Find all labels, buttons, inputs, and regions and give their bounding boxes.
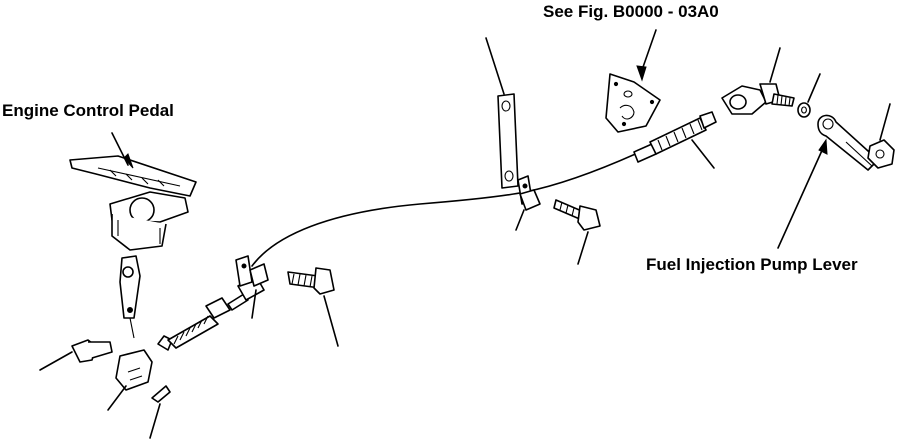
nut [867, 139, 895, 169]
leader-bolt-middle [577, 231, 589, 265]
clevis-pin [71, 339, 113, 363]
leader-rod-right [691, 139, 715, 169]
fuel-injection-pump-lever [817, 114, 879, 171]
cotter-pin [151, 385, 171, 403]
leader-support-plate [485, 37, 505, 95]
leader-cotter [149, 403, 161, 439]
leader-pin [39, 351, 73, 371]
leader-bracket-middle [515, 209, 525, 231]
referenced-bracket [605, 73, 661, 133]
leader-ball-joint [769, 47, 781, 83]
clevis-yoke [115, 349, 153, 391]
leader-bolt-left [323, 295, 339, 347]
leader-pump-lever [777, 145, 825, 249]
engine-control-pedal [69, 155, 197, 339]
ball-joint [721, 83, 795, 115]
support-plate [497, 93, 519, 189]
leader-nut [879, 103, 891, 141]
fuel-injection-pump-lever-label: Fuel Injection Pump Lever [646, 255, 858, 274]
cable-rod-left [157, 275, 265, 351]
cable-rod-right [633, 111, 717, 163]
see-fig-label: See Fig. B0000 - 03A0 [543, 2, 719, 21]
leader-see-fig [641, 29, 657, 71]
cable-bracket-left [235, 255, 269, 287]
control-cable [251, 151, 641, 267]
engine-control-pedal-label: Engine Control Pedal [2, 101, 174, 120]
cable-bracket-middle [517, 175, 541, 211]
leader-bracket-left [251, 289, 257, 319]
leader-yoke [107, 385, 127, 411]
leader-washer [807, 73, 821, 103]
washer [797, 102, 811, 118]
bolt-left [287, 267, 335, 295]
bolt-middle [553, 199, 601, 231]
